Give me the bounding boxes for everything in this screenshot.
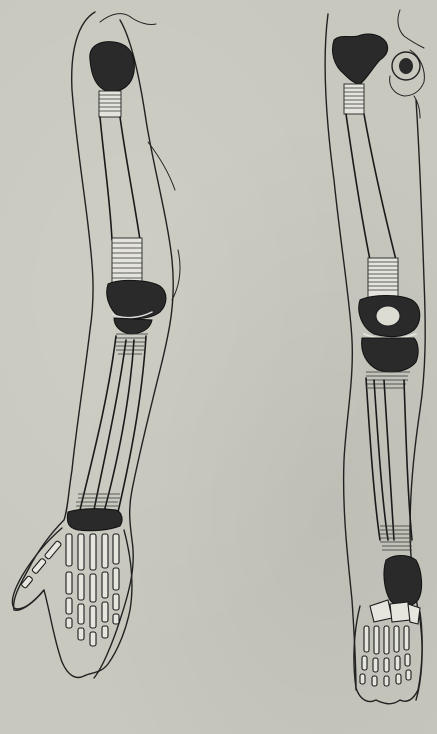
finger5-proximal (113, 568, 119, 590)
toe3-proximal (384, 658, 389, 672)
finger4-proximal (102, 572, 108, 598)
finger3-distal (90, 632, 96, 646)
metatarsal-4 (394, 626, 399, 652)
finger5-distal (113, 614, 119, 624)
toe1-distal (360, 674, 365, 684)
tarsal-cuneiform-2 (390, 602, 410, 622)
toe1-proximal (362, 656, 367, 670)
femur-proximal-epiphysis (344, 84, 364, 114)
toe5-proximal (405, 654, 410, 666)
tibia-right-edge (404, 380, 412, 540)
tibia-proximal (362, 338, 419, 372)
lower-limb-figure (325, 10, 425, 704)
metatarsal-5 (404, 626, 409, 650)
finger1-distal (66, 618, 72, 628)
leg-distal-hatching (380, 526, 412, 550)
radius-left-edge (104, 340, 134, 512)
finger2-distal (78, 628, 84, 640)
finger1-proximal (66, 572, 72, 594)
axilla-contour (148, 142, 175, 190)
finger3-proximal (90, 574, 96, 602)
femur-shaft-left (346, 114, 370, 260)
metatarsal-2 (374, 626, 379, 654)
thumb-distal-phalanx (21, 575, 33, 588)
humerus-shaft-left (100, 117, 112, 240)
finger3-middle (90, 606, 96, 628)
elbow-joint (107, 280, 166, 318)
finger2-proximal (78, 574, 84, 600)
humerus-shaft-right (120, 117, 140, 240)
metatarsal-1 (364, 626, 369, 652)
forearm-proximal-hatching (116, 334, 148, 354)
ulna-right-edge (94, 340, 126, 510)
finger1-middle (66, 598, 72, 614)
ankle-tarsals (384, 556, 422, 607)
humerus-head (90, 42, 135, 92)
metacarpal-2 (78, 534, 84, 570)
metatarsal-3 (384, 626, 389, 654)
finger5-middle (113, 594, 119, 610)
toe4-distal (396, 674, 401, 684)
wrist-carpals (67, 509, 122, 531)
patella (376, 306, 400, 326)
femur-shaft-right (364, 114, 396, 260)
leg-outline-left (325, 14, 356, 690)
shoulder-contour (100, 14, 156, 25)
metacarpal-1 (66, 534, 72, 566)
tarsal-cuneiform-1 (370, 600, 392, 622)
metacarpal-4 (102, 534, 108, 568)
toe3-distal (384, 676, 389, 686)
acetabulum-center (399, 58, 413, 74)
tarsal-cuboid (408, 604, 420, 624)
hand-skeleton (12, 528, 132, 677)
hip-contour (398, 10, 424, 48)
toe4-proximal (395, 656, 400, 670)
finger2-middle (78, 604, 84, 624)
metacarpal-3 (90, 534, 96, 570)
toe2-proximal (373, 658, 378, 672)
femur-head (332, 34, 387, 84)
metacarpal-5 (113, 534, 119, 564)
finger4-distal (102, 626, 108, 638)
foot-phalanges (360, 626, 411, 686)
upper-limb-figure (12, 12, 180, 678)
forearm-proximal (114, 318, 152, 334)
fibula-left-edge (366, 378, 380, 540)
toe2-distal (372, 676, 377, 686)
toe5-distal (406, 670, 411, 680)
humerus-distal-epiphysis (112, 238, 142, 284)
finger4-middle (102, 602, 108, 622)
